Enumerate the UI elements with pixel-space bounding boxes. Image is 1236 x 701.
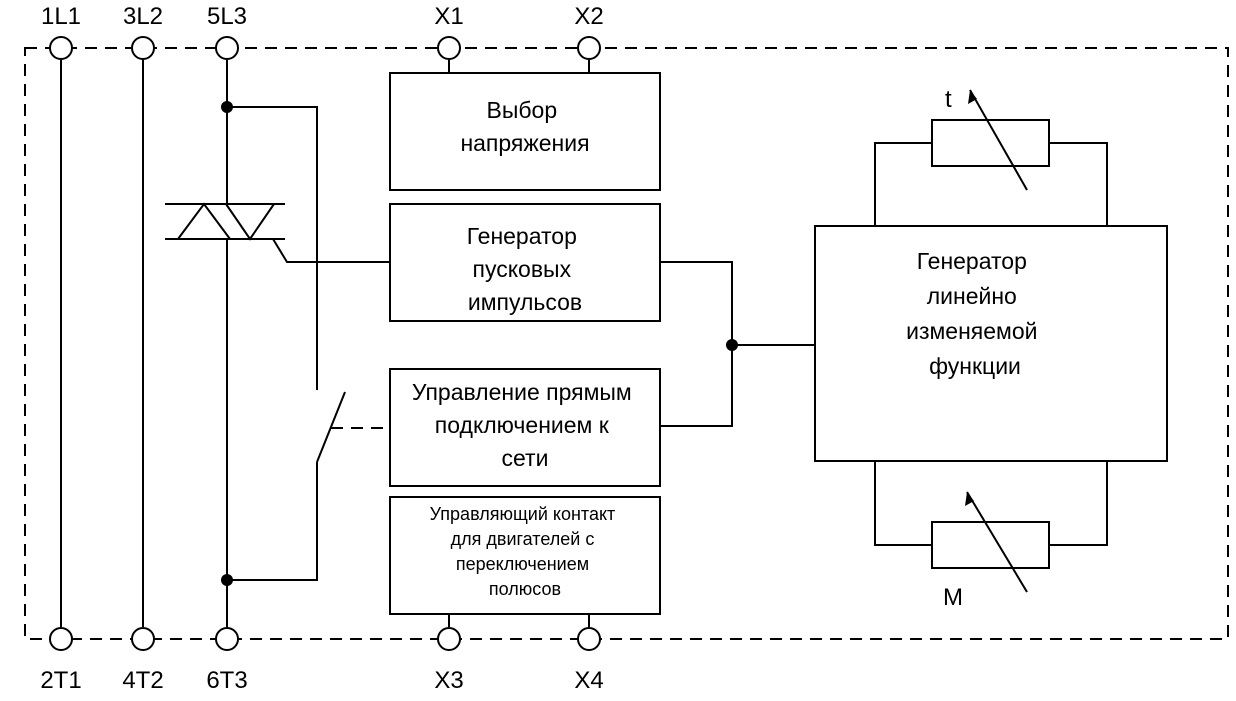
- svg-text:4T2: 4T2: [122, 667, 163, 694]
- torque-adjust-resistor: [874, 461, 1108, 593]
- bypass-wire-bottom: [227, 462, 318, 581]
- terminal-6t3: 6T3: [206, 627, 248, 694]
- pulse-to-bus-wire: [660, 261, 733, 427]
- terminal-3l2: 3L2: [123, 3, 163, 60]
- torque-adjust-label: M: [943, 584, 963, 611]
- triac-gate-wire: [272, 238, 390, 263]
- terminal-2t1: 2T1: [40, 627, 82, 694]
- terminal-5l3: 5L3: [207, 3, 247, 60]
- svg-text:X4: X4: [574, 667, 603, 694]
- time-adjust-resistor: [874, 89, 1108, 226]
- svg-text:X2: X2: [574, 3, 603, 30]
- time-adjust-label: t: [945, 86, 952, 113]
- terminal-4t2: 4T2: [122, 627, 164, 694]
- pole-contact-text: Управляющий контакт для двигателей с пер…: [430, 504, 621, 599]
- svg-text:5L3: 5L3: [207, 3, 247, 30]
- direct-control-block: [389, 368, 661, 487]
- junction-dot: [221, 574, 233, 586]
- terminal-x2: X2: [574, 3, 604, 60]
- terminal-x4: X4: [574, 627, 604, 694]
- bypass-wire-top: [227, 106, 318, 390]
- terminal-1l1: 1L1: [41, 3, 81, 60]
- terminal-x1: X1: [434, 3, 464, 60]
- svg-text:3L2: 3L2: [123, 3, 163, 30]
- junction-dot: [221, 101, 233, 113]
- svg-text:X3: X3: [434, 667, 463, 694]
- junction-dot: [726, 339, 738, 351]
- triac-symbol: [165, 202, 390, 263]
- device-enclosure: [24, 47, 1229, 640]
- svg-text:X1: X1: [434, 3, 463, 30]
- voltage-select-text: Выбор напряжения: [460, 97, 589, 156]
- direct-control-text: Управление прямым подключением к сети: [412, 379, 638, 471]
- voltage-select-block: [389, 72, 661, 191]
- ramp-generator-block: [814, 225, 1168, 462]
- pulse-generator-text: Генератор пусковых импульсов: [467, 223, 584, 315]
- svg-text:6T3: 6T3: [206, 667, 247, 694]
- ramp-generator-text: Генератор линейно изменяемой функции: [906, 248, 1044, 379]
- terminal-x3: X3: [434, 627, 464, 694]
- pole-contact-block: [389, 496, 661, 615]
- svg-text:1L1: 1L1: [41, 3, 81, 30]
- svg-text:2T1: 2T1: [40, 667, 81, 694]
